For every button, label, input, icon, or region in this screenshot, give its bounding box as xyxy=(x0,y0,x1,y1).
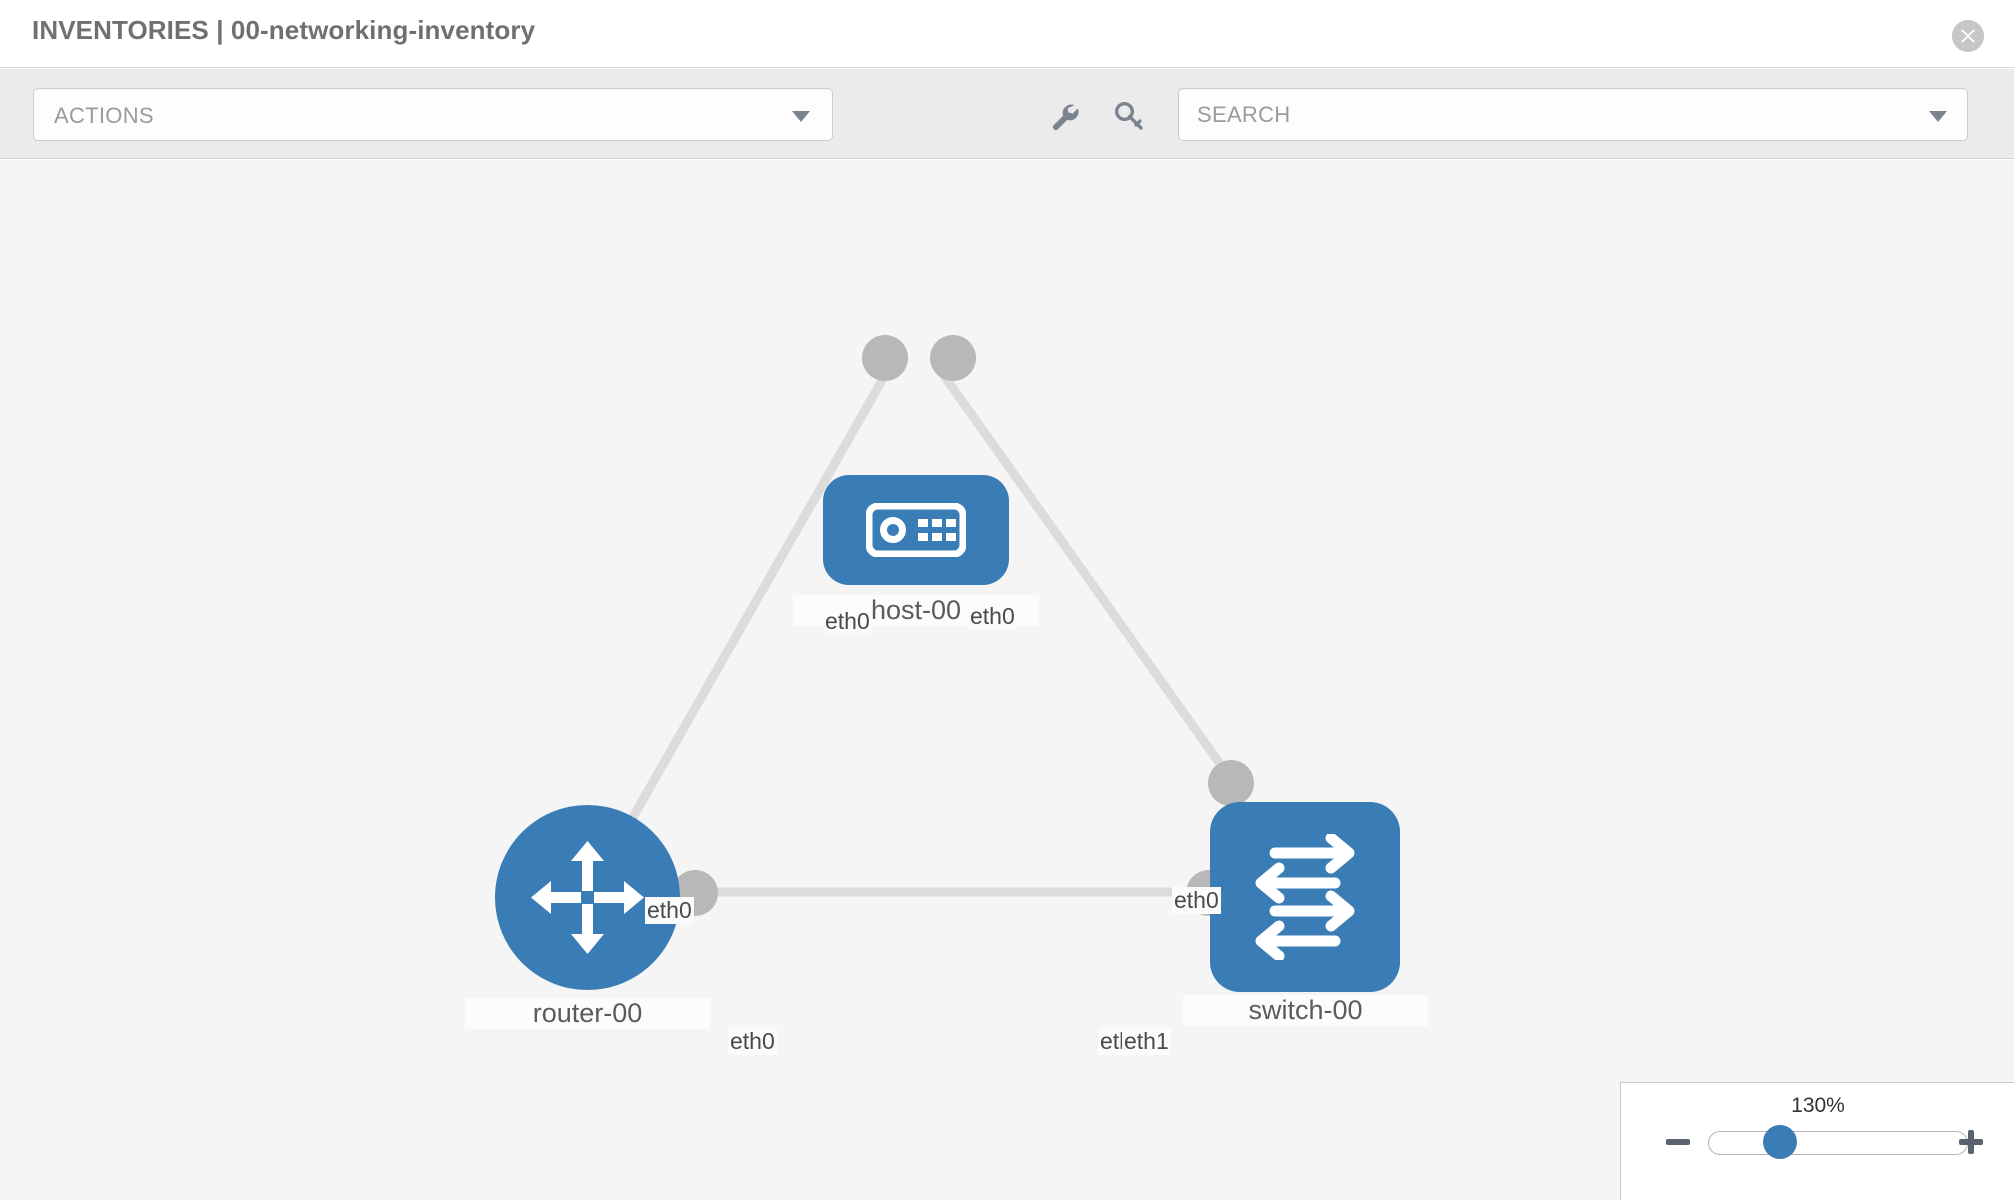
topology-canvas[interactable]: host-00 router-00 xyxy=(0,160,2014,1200)
zoom-level-value: 130% xyxy=(1791,1094,1845,1117)
node-host-00-shape xyxy=(823,475,1009,585)
iface-label-router00-eth0-uplink: eth0 xyxy=(645,897,694,924)
topology-edges xyxy=(596,367,1239,897)
page-header: INVENTORIES | 00-networking-inventory xyxy=(0,0,2014,68)
connector-host00-eth0-left[interactable] xyxy=(862,335,908,381)
node-switch-00[interactable]: switch-00 xyxy=(1183,802,1428,1026)
plus-icon[interactable] xyxy=(1956,1127,1986,1157)
chevron-down-icon xyxy=(792,111,810,122)
connector-host00-eth0-right[interactable] xyxy=(930,335,976,381)
edge-host00-router00 xyxy=(596,367,892,878)
node-router-00-label: router-00 xyxy=(465,998,710,1029)
search-box[interactable] xyxy=(1178,88,1968,141)
close-icon[interactable] xyxy=(1952,20,1984,52)
iface-label-switch00-eth1: eth1 xyxy=(1122,1028,1171,1055)
key-icon[interactable] xyxy=(1110,97,1148,135)
toolbar: ACTIONS xyxy=(0,69,2014,159)
iface-label-router00-eth0: eth0 xyxy=(728,1028,777,1055)
switch-icon xyxy=(1255,834,1355,960)
router-icon xyxy=(531,841,644,954)
actions-dropdown-label: ACTIONS xyxy=(54,103,154,128)
connector-switch00-eth0[interactable] xyxy=(1208,760,1254,806)
zoom-slider-track[interactable] xyxy=(1708,1131,1968,1155)
node-switch-00-shape xyxy=(1210,802,1400,992)
search-input[interactable] xyxy=(1197,89,1897,140)
page-title: INVENTORIES | 00-networking-inventory xyxy=(32,15,536,45)
iface-label-host00-eth0-left: eth0 xyxy=(823,608,872,635)
actions-dropdown[interactable]: ACTIONS xyxy=(33,88,833,141)
minus-icon[interactable] xyxy=(1663,1127,1693,1157)
node-host-00[interactable]: host-00 xyxy=(793,475,1039,626)
edge-host00-switch00 xyxy=(936,367,1239,788)
node-switch-00-label: switch-00 xyxy=(1183,995,1428,1026)
chevron-down-icon[interactable] xyxy=(1929,111,1947,122)
iface-label-switch00-eth0-uplink: eth0 xyxy=(1172,887,1221,914)
wrench-icon[interactable] xyxy=(1045,97,1083,135)
zoom-control-panel: 130% xyxy=(1620,1082,2014,1200)
server-icon xyxy=(866,503,966,557)
iface-label-host00-eth0-right: eth0 xyxy=(968,603,1017,630)
zoom-slider-thumb[interactable] xyxy=(1763,1125,1797,1159)
